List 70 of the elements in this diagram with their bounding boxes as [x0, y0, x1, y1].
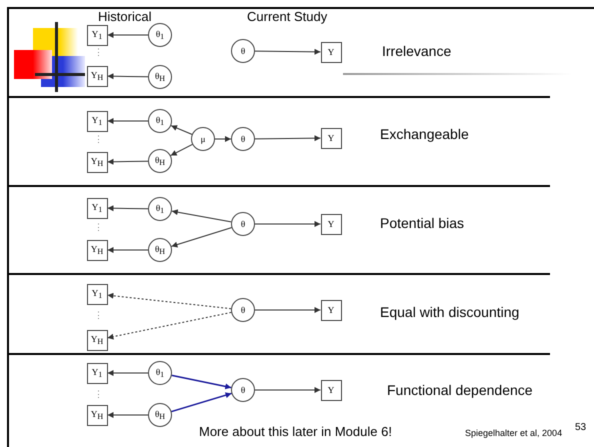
variable-circle: θ$_{1}$: [148, 109, 172, 133]
variable-circle: θ$_{1}$: [148, 197, 172, 221]
arrow: [107, 205, 148, 212]
variable-box: Y$_{1}$: [86, 198, 108, 218]
citation-text: Spiegelhalter et al, 2004: [465, 428, 562, 438]
arrow: [107, 73, 148, 80]
page-number: 53: [575, 422, 586, 433]
variable-box: Y: [320, 128, 342, 148]
panel-label: Exchangeable: [380, 126, 469, 142]
variable-box: Y: [320, 300, 342, 320]
panel-label: Potential bias: [380, 215, 464, 231]
arrow: [107, 158, 148, 165]
arrow: [107, 32, 148, 38]
variable-box: Y$_{1}$: [86, 362, 108, 384]
variable-box: Y$_{H}$: [86, 330, 108, 350]
arrow: [170, 227, 232, 248]
variable-circle: θ: [231, 212, 255, 236]
variable-circle: θ$_{H}$: [148, 403, 172, 427]
variable-circle: θ$_{H}$: [148, 238, 172, 262]
variable-circle: μ: [191, 127, 215, 151]
arrow: [171, 209, 232, 222]
variable-circle: θ: [231, 298, 255, 322]
variable-box: Y$_{H}$: [86, 404, 108, 426]
arrow: [254, 221, 321, 227]
arrow: [107, 247, 148, 253]
arrow: [107, 118, 148, 124]
arrow: [107, 370, 148, 376]
arrow: [254, 135, 321, 142]
variable-circle: θ$_{H}$: [148, 65, 172, 89]
variable-circle: θ$_{1}$: [148, 23, 172, 47]
arrow: [254, 307, 321, 313]
variable-box: Y$_{H}$: [86, 66, 108, 86]
arrow: [107, 292, 232, 310]
panel-band: [7, 96, 550, 185]
variable-circle: θ: [231, 39, 255, 63]
arrow: [107, 412, 148, 418]
ellipsis-mark: ⋮: [94, 222, 103, 232]
variable-box: Y$_{H}$: [86, 240, 108, 260]
arrow: [170, 144, 193, 156]
panel-label: Functional dependence: [387, 382, 533, 398]
variable-box: Y$_{1}$: [86, 110, 108, 132]
variable-box: Y: [320, 380, 342, 400]
variable-box: Y$_{1}$: [86, 24, 108, 46]
variable-circle: θ: [231, 378, 255, 402]
variable-circle: θ$_{1}$: [148, 361, 172, 385]
panel-label: Irrelevance: [382, 43, 452, 59]
variable-box: Y$_{1}$: [86, 284, 108, 304]
arrow: [254, 48, 321, 55]
panel-band: [7, 273, 550, 353]
variable-box: Y$_{H}$: [86, 152, 108, 172]
variable-box: Y: [320, 42, 342, 62]
arrow: [171, 392, 232, 412]
variable-box: Y: [320, 214, 342, 234]
footnote-text: More about this later in Module 6!: [199, 424, 392, 439]
panel-band: [7, 185, 550, 273]
variable-circle: θ$_{H}$: [148, 149, 172, 173]
arrow: [107, 312, 232, 340]
arrow: [254, 387, 321, 393]
ellipsis-mark: ⋮: [94, 134, 103, 144]
column-heading: Current Study: [247, 9, 328, 24]
arrow: [172, 374, 232, 390]
variable-circle: θ: [231, 127, 255, 151]
panel-label: Equal with discounting: [380, 304, 520, 320]
ellipsis-mark: ⋮: [94, 389, 103, 399]
ellipsis-mark: ⋮: [94, 310, 103, 320]
ellipsis-mark: ⋮: [94, 47, 103, 57]
panel-band: [7, 7, 550, 96]
arrow: [214, 136, 232, 142]
column-heading: Historical: [98, 9, 152, 24]
arrow: [170, 125, 192, 135]
